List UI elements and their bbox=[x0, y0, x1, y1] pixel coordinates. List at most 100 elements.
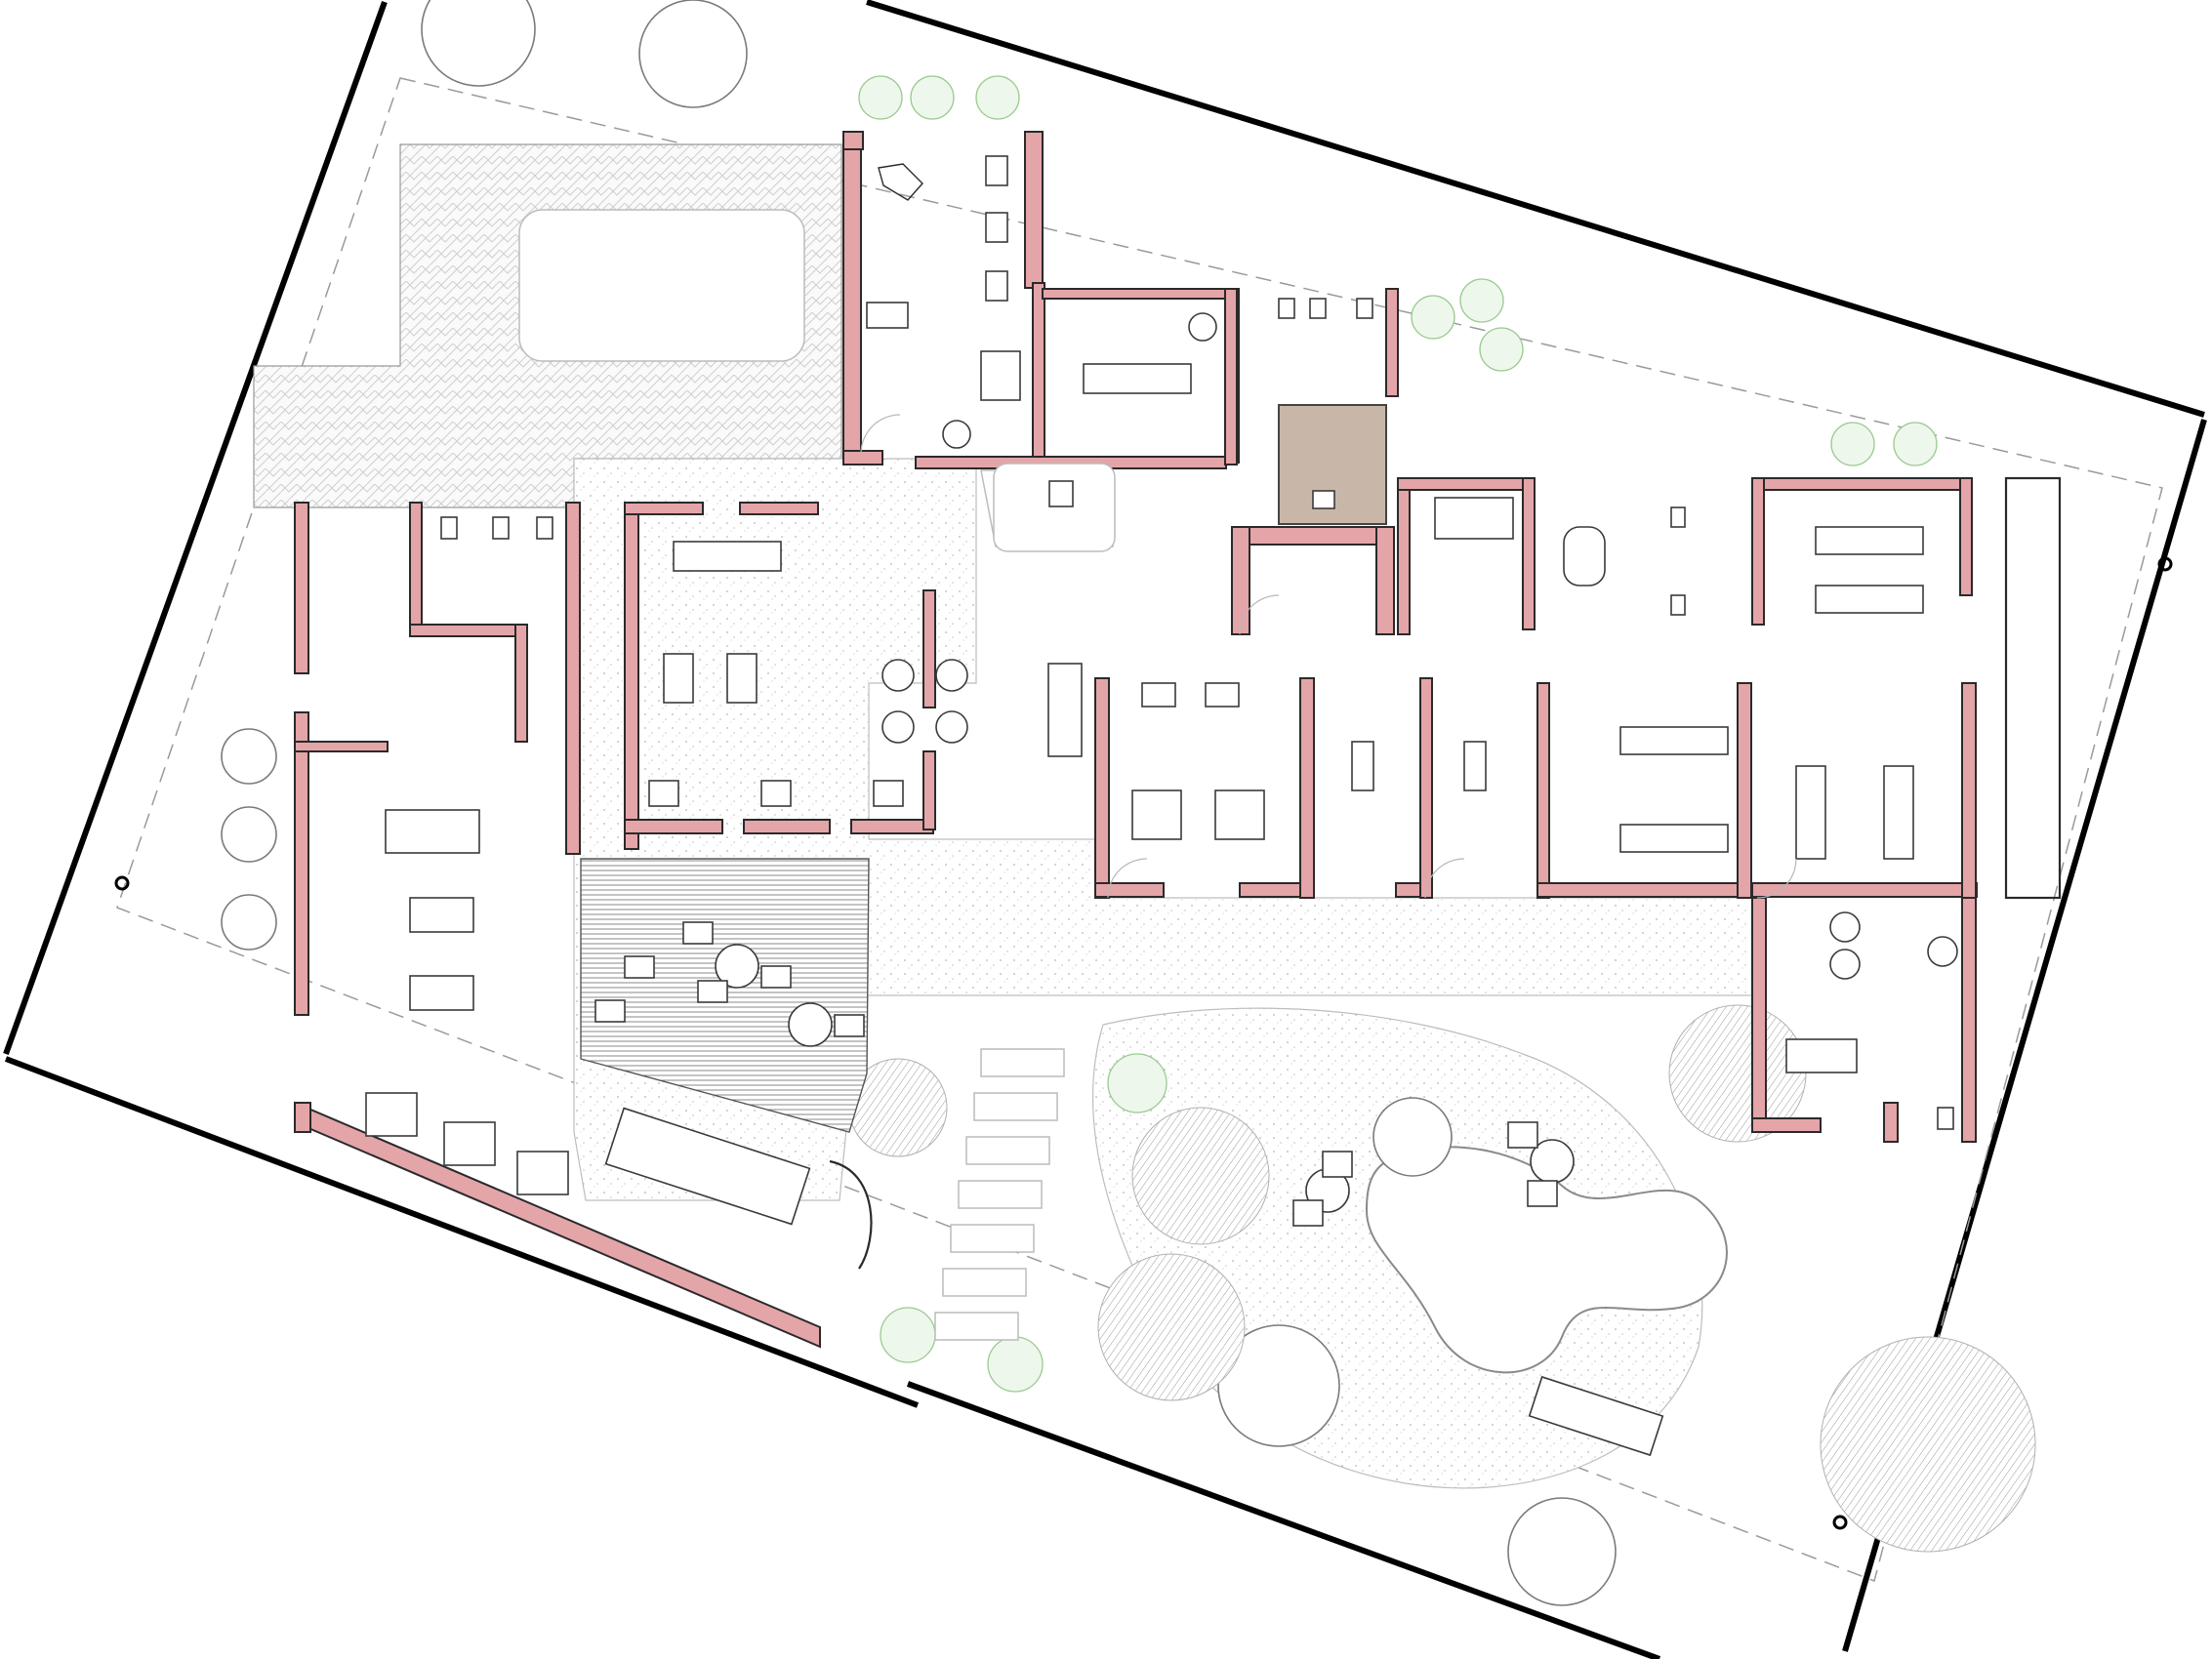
massage-bed-icon bbox=[1785, 1038, 1858, 1073]
entrance bbox=[993, 463, 1116, 552]
armchair-icon bbox=[873, 780, 904, 807]
table-icon bbox=[715, 944, 759, 989]
shrub bbox=[1893, 422, 1938, 466]
lounge-chair-icon bbox=[697, 980, 728, 1003]
wall bbox=[1375, 526, 1395, 635]
wall bbox=[409, 502, 423, 626]
bed-icon bbox=[1815, 526, 1924, 555]
armchair-icon bbox=[881, 659, 915, 692]
tree-shade bbox=[1668, 1004, 1807, 1143]
armchair-icon bbox=[1188, 312, 1217, 342]
stepping-stone bbox=[950, 1224, 1035, 1253]
lounger-icon bbox=[443, 1121, 496, 1166]
stepping-stone bbox=[965, 1136, 1050, 1165]
wall bbox=[1961, 897, 1977, 1143]
wall bbox=[1231, 526, 1250, 635]
stepping-stone bbox=[958, 1180, 1043, 1209]
wall bbox=[1751, 897, 1767, 1133]
boundary-south-west bbox=[4, 1056, 920, 1408]
boundary-north bbox=[866, 0, 2205, 418]
wall bbox=[1094, 882, 1165, 898]
salon-basin-icon bbox=[1205, 682, 1240, 708]
table-icon bbox=[409, 975, 474, 1011]
trees-north bbox=[221, 0, 1938, 951]
shrub bbox=[880, 1307, 936, 1363]
armchair-icon bbox=[985, 155, 1008, 186]
shrub bbox=[975, 75, 1020, 120]
toilet-icon bbox=[536, 516, 553, 540]
wall bbox=[842, 131, 862, 465]
wing-north-east bbox=[1397, 476, 2062, 900]
armchair-icon bbox=[1829, 949, 1861, 980]
boundary-south bbox=[906, 1381, 1661, 1659]
wall bbox=[922, 750, 936, 830]
stepping-stone bbox=[973, 1092, 1058, 1121]
site-boundary bbox=[3, 0, 2207, 1659]
tree bbox=[421, 0, 536, 87]
wall bbox=[1419, 677, 1433, 899]
wing-west bbox=[294, 502, 873, 1349]
shrub bbox=[1459, 278, 1504, 323]
wall bbox=[565, 502, 581, 855]
toilet-icon bbox=[1670, 506, 1686, 528]
wall bbox=[1231, 526, 1389, 546]
wall bbox=[1299, 677, 1315, 899]
wall bbox=[514, 624, 528, 743]
shrub bbox=[1479, 327, 1524, 372]
tree-shade bbox=[1131, 1107, 1270, 1245]
lawn-island bbox=[518, 209, 805, 362]
dining-table-icon bbox=[1528, 1375, 1664, 1457]
garden-pool bbox=[1365, 1146, 1728, 1374]
bench-icon bbox=[604, 1107, 811, 1226]
wall bbox=[1522, 477, 1536, 630]
toilet-icon bbox=[1309, 298, 1327, 319]
tree bbox=[1217, 1324, 1340, 1447]
wall bbox=[842, 450, 883, 465]
toilet-icon bbox=[492, 516, 510, 540]
lounge-chair-icon bbox=[594, 999, 626, 1023]
tree bbox=[1507, 1497, 1617, 1606]
lounge-chair-icon bbox=[624, 955, 655, 979]
treatment-table-icon bbox=[1463, 741, 1487, 791]
reception-core bbox=[1231, 404, 1395, 635]
parking-court bbox=[253, 143, 842, 508]
survey-marker bbox=[2157, 556, 2173, 572]
armchair-icon bbox=[1927, 936, 1958, 967]
armchair-icon bbox=[985, 212, 1008, 243]
bed-icon bbox=[1795, 765, 1826, 860]
terrace-furniture bbox=[594, 921, 865, 1047]
kitchen-island-icon bbox=[385, 809, 480, 854]
wing-central bbox=[624, 502, 1083, 850]
garden-furniture bbox=[1292, 1121, 1664, 1457]
lounge-chair-icon bbox=[1507, 1121, 1538, 1149]
lounge-chair-icon bbox=[1322, 1151, 1353, 1178]
lounge-chair-icon bbox=[682, 921, 714, 945]
manicure-table-icon bbox=[1214, 789, 1265, 840]
treatment-chair-icon bbox=[878, 163, 923, 201]
wall bbox=[294, 741, 389, 752]
wall bbox=[1042, 288, 1229, 300]
curved-wall bbox=[829, 1159, 873, 1270]
wall bbox=[624, 502, 639, 850]
wall bbox=[624, 502, 704, 515]
bathtub-icon bbox=[1563, 526, 1606, 587]
desk-icon bbox=[866, 302, 909, 329]
wall bbox=[842, 131, 864, 150]
tree bbox=[638, 0, 748, 108]
toilet-icon bbox=[1670, 594, 1686, 616]
desk-icon bbox=[1434, 497, 1514, 540]
salon-basin-icon bbox=[1141, 682, 1176, 708]
table-icon bbox=[409, 897, 474, 933]
stepping-stones bbox=[934, 1048, 1065, 1341]
wing-north-west bbox=[842, 131, 1240, 469]
wall bbox=[294, 502, 309, 674]
sofa-icon bbox=[980, 350, 1021, 401]
desk-chair-icon bbox=[1312, 490, 1335, 509]
wall bbox=[1751, 1117, 1822, 1133]
shrub bbox=[858, 75, 903, 120]
wall bbox=[1536, 682, 1550, 899]
wall bbox=[1536, 882, 1753, 898]
tree bbox=[221, 806, 277, 863]
wall bbox=[1959, 477, 1973, 596]
